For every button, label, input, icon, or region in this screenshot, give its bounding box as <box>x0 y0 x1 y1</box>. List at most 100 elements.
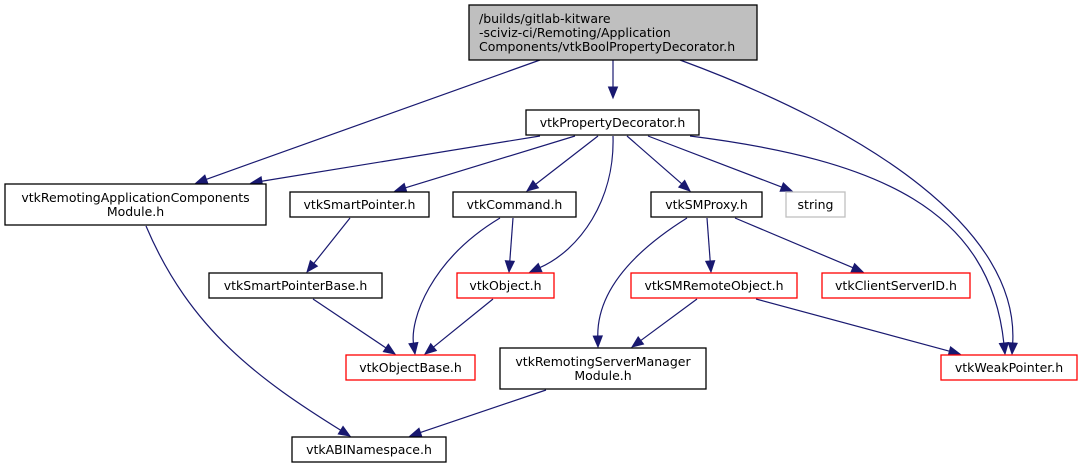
edge-vtkObject-to-vtkObjectBase <box>423 298 494 355</box>
edge-line <box>689 135 1005 345</box>
node-string: string <box>785 191 846 218</box>
edge-line <box>404 135 576 189</box>
node-box <box>4 183 267 226</box>
node-vtkABINamespace[interactable]: vtkABINamespace.h <box>291 436 447 463</box>
edge-line <box>626 135 683 185</box>
arrowhead-icon <box>337 425 352 437</box>
node-label: -sciviz-ci/Remoting/Application <box>479 25 671 40</box>
arrowhead-icon <box>393 182 408 193</box>
node-vtkWeakPointer[interactable]: vtkWeakPointer.h <box>940 354 1078 381</box>
edge-vtkSmartPointerBase-to-vtkObjectBase <box>312 298 397 355</box>
node-vtkSMProxy[interactable]: vtkSMProxy.h <box>650 191 763 218</box>
arrowhead-icon <box>423 342 438 355</box>
node-box <box>468 4 758 61</box>
arrowhead-icon <box>408 341 419 356</box>
edge-vtkSMProxy-to-vtkSMRemoteObject <box>704 217 716 274</box>
arrowhead-icon <box>607 86 619 100</box>
node-box <box>208 272 383 299</box>
node-label: vtkObject.h <box>469 278 541 293</box>
edge-vtkPropertyDecorator-to-vtkRemotingApplicationComponentsModule <box>249 135 541 187</box>
edge-line <box>734 217 855 269</box>
edge-vtkRemotingServerManagerModule-to-vtkABINamespace <box>408 389 547 438</box>
arrowhead-icon <box>677 179 691 192</box>
edge-vtkSMProxy-to-vtkClientServerID <box>734 217 865 273</box>
edge-line <box>419 389 547 434</box>
edge-vtkPropertyDecorator-to-vtkSMProxy <box>626 135 691 192</box>
edge-line <box>755 298 951 352</box>
node-vtkSmartPointerBase[interactable]: vtkSmartPointerBase.h <box>208 272 383 299</box>
node-box <box>785 191 846 218</box>
node-label: vtkRemotingServerManager <box>515 354 691 369</box>
edge-line <box>534 135 599 186</box>
edge-vtkCommand-to-vtkObject <box>504 217 516 274</box>
node-vtkClientServerID[interactable]: vtkClientServerID.h <box>821 272 971 299</box>
arrowhead-icon <box>704 260 716 274</box>
edge-vtkSMRemoteObject-to-vtkWeakPointer <box>755 298 962 357</box>
node-label: vtkPropertyDecorator.h <box>540 115 686 130</box>
node-label: vtkSmartPointer.h <box>304 197 416 212</box>
edge-line <box>312 217 351 265</box>
node-box <box>291 436 447 463</box>
node-label: vtkSMRemoteObject.h <box>644 278 783 293</box>
arrowhead-icon <box>779 181 794 192</box>
node-vtkCommand[interactable]: vtkCommand.h <box>452 191 577 218</box>
node-label: /builds/gitlab-kitware <box>479 11 611 26</box>
node-box <box>452 191 577 218</box>
nodes-layer: /builds/gitlab-kitware-sciviz-ci/Remotin… <box>4 4 1078 463</box>
node-label: vtkRemotingApplicationComponents <box>21 190 249 205</box>
edge-line <box>412 217 501 345</box>
node-label: vtkSmartPointerBase.h <box>224 278 368 293</box>
edge-line <box>639 298 698 342</box>
arrowhead-icon <box>528 262 543 273</box>
edge-vtkSMRemoteObject-to-vtkRemotingServerManagerModule <box>630 298 698 348</box>
edge-vtkRemotingApplicationComponentsModule-to-vtkABINamespace <box>145 225 352 437</box>
node-vtkSMRemoteObject[interactable]: vtkSMRemoteObject.h <box>630 272 798 299</box>
arrowhead-icon <box>306 259 319 274</box>
edge-vtkSmartPointer-to-vtkSmartPointerBase <box>306 217 351 274</box>
node-box <box>940 354 1078 381</box>
edge-line <box>312 298 388 349</box>
edge-line <box>432 298 494 349</box>
edge-vtkPropertyDecorator-to-vtkWeakPointer <box>689 135 1010 356</box>
edge-root-to-vtkPropertyDecorator <box>607 60 619 100</box>
node-box <box>289 191 430 218</box>
edge-line <box>538 135 614 269</box>
node-label: Components/vtkBoolPropertyDecorator.h <box>479 39 735 54</box>
edge-line <box>597 217 688 338</box>
node-vtkSmartPointer[interactable]: vtkSmartPointer.h <box>289 191 430 218</box>
node-root: /builds/gitlab-kitware-sciviz-ci/Remotin… <box>468 4 758 61</box>
edge-line <box>706 217 711 263</box>
node-label: Module.h <box>574 368 631 383</box>
edge-line <box>679 59 1014 345</box>
node-vtkObject[interactable]: vtkObject.h <box>456 272 555 299</box>
node-box <box>650 191 763 218</box>
arrowhead-icon <box>382 343 397 355</box>
node-label: vtkWeakPointer.h <box>955 360 1063 375</box>
node-label: vtkObjectBase.h <box>359 360 462 375</box>
node-vtkPropertyDecorator[interactable]: vtkPropertyDecorator.h <box>525 109 700 136</box>
node-label: vtkClientServerID.h <box>835 278 957 293</box>
node-label: vtkCommand.h <box>467 197 563 212</box>
edge-vtkPropertyDecorator-to-vtkObject <box>528 135 614 273</box>
edge-line <box>145 225 342 432</box>
node-box <box>821 272 971 299</box>
arrowhead-icon <box>850 262 865 273</box>
node-box <box>525 109 700 136</box>
arrowhead-icon <box>194 174 209 185</box>
node-box <box>456 272 555 299</box>
arrowhead-icon <box>592 335 603 349</box>
arrowhead-icon <box>504 260 516 274</box>
arrowhead-icon <box>630 335 645 348</box>
edge-root-to-vtkWeakPointer <box>679 59 1018 356</box>
node-label: string <box>798 197 834 212</box>
edge-line <box>647 135 783 188</box>
edge-vtkPropertyDecorator-to-vtkCommand <box>525 135 599 192</box>
node-box <box>345 354 476 381</box>
node-vtkObjectBase[interactable]: vtkObjectBase.h <box>345 354 476 381</box>
node-box <box>499 347 707 390</box>
node-label: vtkSMProxy.h <box>665 197 748 212</box>
arrowhead-icon <box>408 427 423 438</box>
